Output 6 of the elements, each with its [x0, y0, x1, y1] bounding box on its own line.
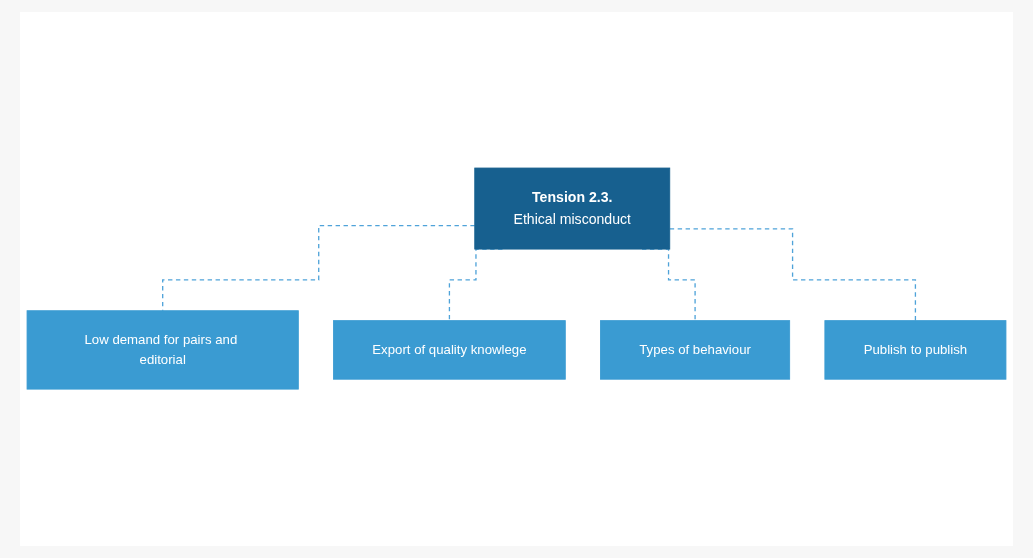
node-box: Types of behaviour [600, 320, 791, 381]
node-box: Export of quality knowlege [333, 320, 566, 381]
node-box: Publish to publish [824, 320, 1007, 381]
connector [669, 228, 917, 322]
node-box: Low demand for pairs and editorial [26, 310, 299, 390]
node-box: Tension 2.3. Ethical misconduct [474, 168, 671, 250]
